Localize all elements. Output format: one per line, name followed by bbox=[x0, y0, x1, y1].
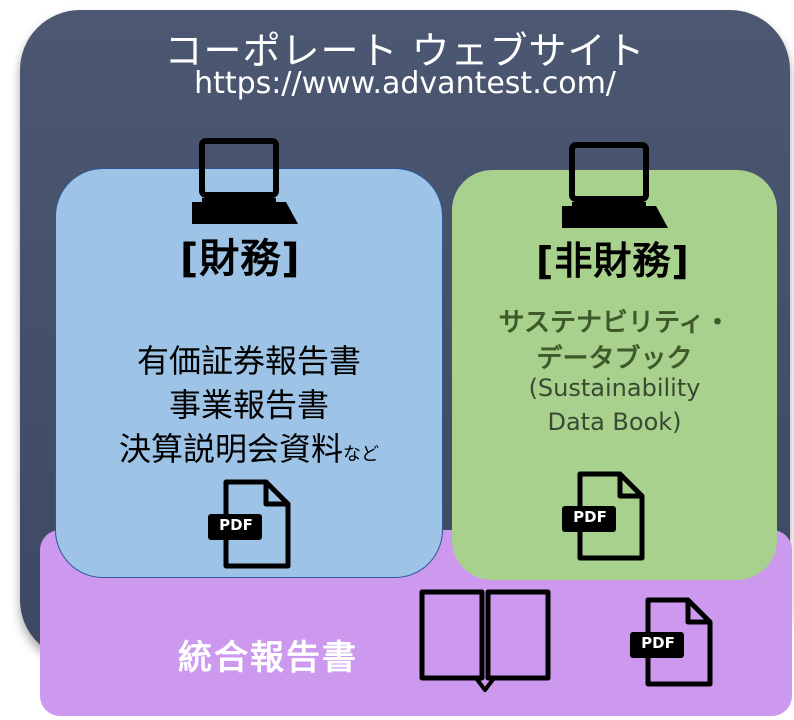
nonfinancial-heading: [非財務] bbox=[536, 239, 690, 283]
financial-doc-business-report: 事業報告書 bbox=[168, 386, 329, 424]
website-url[interactable]: https://www.advantest.com/ bbox=[194, 66, 616, 101]
financial-pdf-icon[interactable]: PDF bbox=[208, 478, 298, 570]
laptop-icon bbox=[192, 138, 298, 224]
financial-doc-suffix: など bbox=[343, 444, 379, 465]
integrated-pdf-icon[interactable]: PDF bbox=[630, 596, 720, 688]
open-book-icon[interactable] bbox=[416, 586, 554, 694]
nonfinancial-pdf-icon[interactable]: PDF bbox=[562, 470, 652, 562]
nonfinancial-doc-title-line1: サステナビリティ・ bbox=[498, 308, 731, 338]
financial-heading: [財務] bbox=[180, 236, 301, 282]
integrated-report-label: 統合報告書 bbox=[178, 638, 358, 678]
financial-doc-securities-report: 有価証券報告書 bbox=[136, 342, 361, 380]
nonfinancial-doc-english-line2: Data Book) bbox=[547, 408, 682, 436]
pdf-label: PDF bbox=[641, 634, 675, 652]
pdf-label: PDF bbox=[219, 516, 253, 534]
nonfinancial-doc-title-line2: データブック bbox=[536, 344, 693, 374]
pdf-label: PDF bbox=[573, 508, 607, 526]
nonfinancial-doc-english-line1: (Sustainability bbox=[528, 374, 701, 402]
financial-doc-earnings-materials: 決算説明会資料など bbox=[118, 430, 379, 468]
website-title: コーポレート ウェブサイト bbox=[164, 29, 646, 73]
financial-panel bbox=[55, 168, 443, 578]
laptop-icon bbox=[562, 142, 668, 228]
